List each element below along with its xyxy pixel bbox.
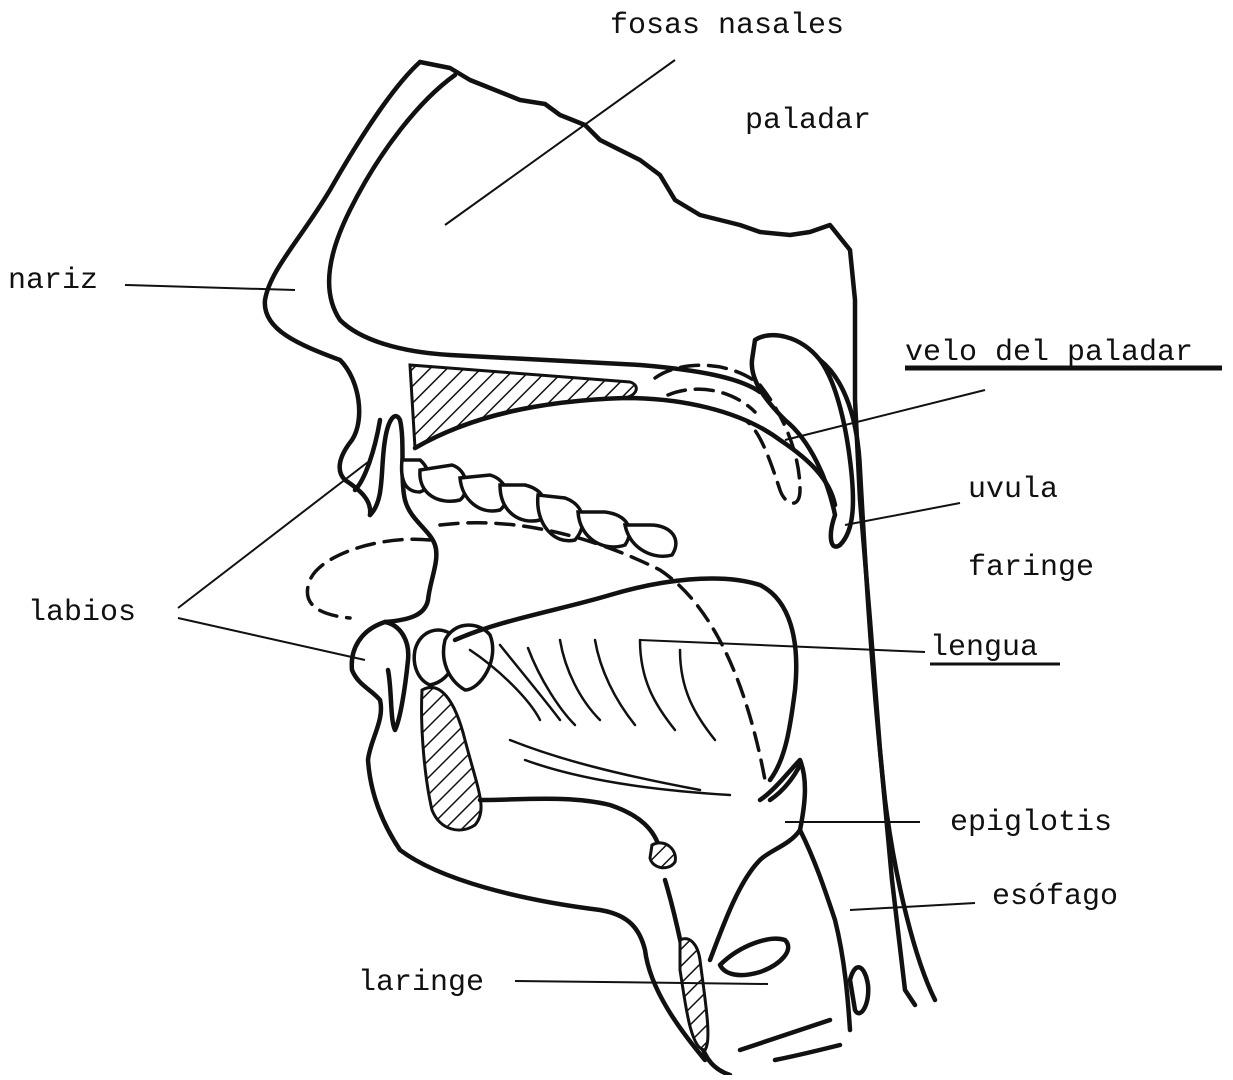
- tongue-muscle-fibres: [470, 640, 730, 795]
- label-paladar: paladar: [745, 104, 871, 138]
- label-laringe: laringe: [358, 966, 484, 1000]
- label-labios: labios: [28, 596, 136, 630]
- leader-labios-lower: [178, 618, 365, 660]
- pharynx-back-wall: [820, 360, 935, 1000]
- face-profile-outline: [265, 62, 420, 515]
- label-uvula: uvula: [968, 473, 1058, 507]
- larynx-lower: [740, 1020, 830, 1050]
- larynx-back-wall: [800, 830, 850, 1030]
- label-faringe: faringe: [968, 551, 1094, 585]
- leader-velo: [785, 390, 985, 440]
- upper-teeth: [402, 460, 676, 556]
- leader-esofago: [850, 903, 975, 910]
- label-esofago: esófago: [992, 880, 1118, 914]
- label-fosas-nasales: fosas nasales: [610, 9, 844, 43]
- label-lengua: lengua: [930, 631, 1038, 665]
- label-nariz: nariz: [8, 264, 98, 298]
- vocal-cord: [720, 939, 788, 975]
- lip-open-dashed: [307, 539, 430, 618]
- leader-lengua: [640, 640, 925, 652]
- velum-raised-dashed: [655, 365, 800, 503]
- nasal-inner-wall: [329, 75, 760, 392]
- esophagus-entry: [850, 967, 868, 1013]
- leader-laringe: [515, 981, 768, 984]
- soft-palate: [752, 335, 853, 546]
- lower-lip-inner: [385, 622, 408, 730]
- upper-lip: [370, 416, 436, 622]
- epiglottis: [710, 760, 805, 960]
- larynx-base: [775, 1045, 840, 1060]
- label-epiglotis: epiglotis: [950, 806, 1112, 840]
- hyoid-bone: [650, 843, 675, 868]
- label-velo-del-paladar: velo del paladar: [905, 336, 1193, 370]
- mandible-bone: [422, 687, 482, 830]
- leader-labios-upper: [178, 462, 368, 608]
- mouth-floor: [480, 799, 660, 850]
